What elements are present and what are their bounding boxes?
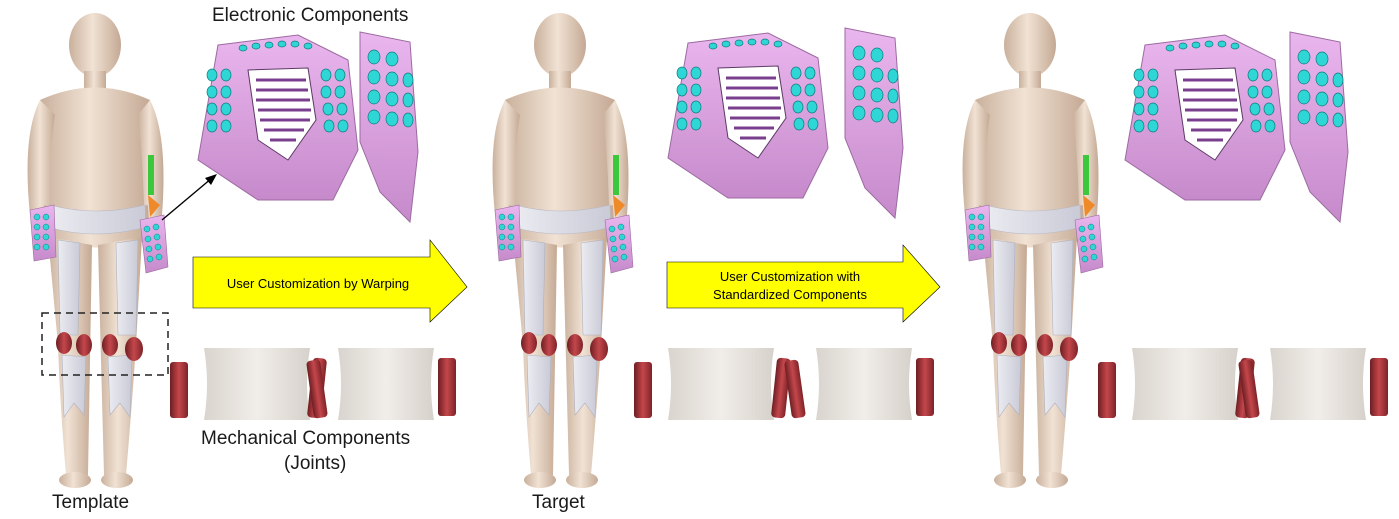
template-body xyxy=(28,13,168,488)
mechanical-joint-template-right xyxy=(306,348,456,420)
electronic-housing-standard xyxy=(1125,35,1285,200)
electronic-housing-template xyxy=(198,35,358,200)
template-label: Template xyxy=(52,492,129,514)
mechanical-joint-standard-left xyxy=(1098,348,1255,420)
mechanical-joint-template-left xyxy=(170,348,327,420)
electronic-panel-standard xyxy=(1290,32,1348,222)
pointer-arrow xyxy=(162,178,212,220)
mechanical-components-sublabel: (Joints) xyxy=(284,453,346,475)
electronic-components-label: Electronic Components xyxy=(212,5,408,27)
mechanical-joint-standard-right xyxy=(1238,348,1388,420)
electronic-panel-template xyxy=(360,32,418,222)
target-label: Target xyxy=(532,492,585,514)
customized-body xyxy=(963,13,1103,488)
standardized-arrow-label-line2: Standardized Components xyxy=(713,287,867,302)
electronic-panel-target xyxy=(845,28,903,218)
mechanical-components-label: Mechanical Components xyxy=(201,428,410,450)
standardized-arrow-label-line1: User Customization with xyxy=(720,269,860,284)
mechanical-joint-target-right xyxy=(784,348,934,420)
target-body xyxy=(493,13,633,488)
warping-arrow-label: User Customization by Warping xyxy=(227,276,409,291)
electronic-housing-target xyxy=(668,33,828,198)
pointer-arrow-head xyxy=(205,174,217,185)
mechanical-joint-target-left xyxy=(634,348,791,420)
